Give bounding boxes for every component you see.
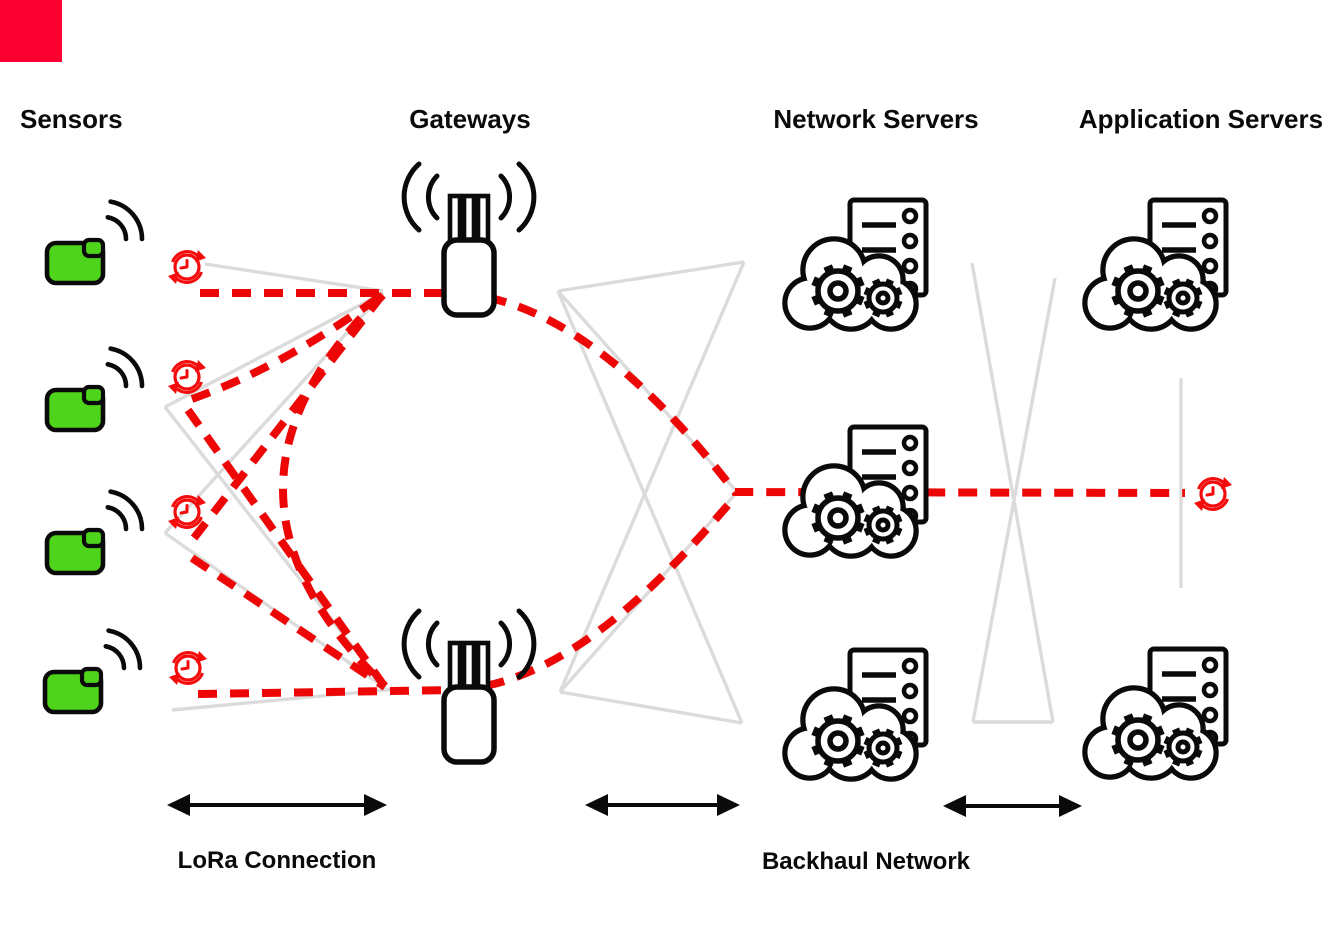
- column-header-application-servers: Application Servers: [1078, 104, 1324, 134]
- network-server-icon: [785, 427, 926, 556]
- gateway-antenna-icon: [404, 164, 534, 315]
- double-arrow-icon: [167, 794, 387, 816]
- sync-clock-icon: [166, 248, 208, 286]
- network-server-icon: [785, 650, 926, 779]
- lora-connection-label: LoRa Connection: [177, 847, 377, 874]
- double-arrow-icon: [943, 795, 1082, 817]
- red-active-path: [184, 289, 1186, 698]
- sync-clock-icon: [167, 649, 209, 687]
- application-server-icon: [1085, 200, 1226, 329]
- sensor-device-icon: [47, 349, 142, 430]
- backhaul-network-label: Backhaul Network: [761, 848, 971, 875]
- sync-clock-icon: [1192, 475, 1234, 513]
- column-header-sensors: Sensors: [20, 104, 123, 134]
- column-header-network-servers: Network Servers: [773, 104, 979, 134]
- sensor-device-icon: [47, 492, 142, 573]
- brand-logo-square: [0, 0, 62, 62]
- network-server-icon: [785, 200, 926, 329]
- double-arrow-icon: [585, 794, 740, 816]
- sensor-device-icon: [47, 202, 142, 283]
- sensor-device-icon: [45, 631, 140, 712]
- column-header-gateways: Gateways: [409, 104, 531, 134]
- application-server-icon: [1085, 649, 1226, 778]
